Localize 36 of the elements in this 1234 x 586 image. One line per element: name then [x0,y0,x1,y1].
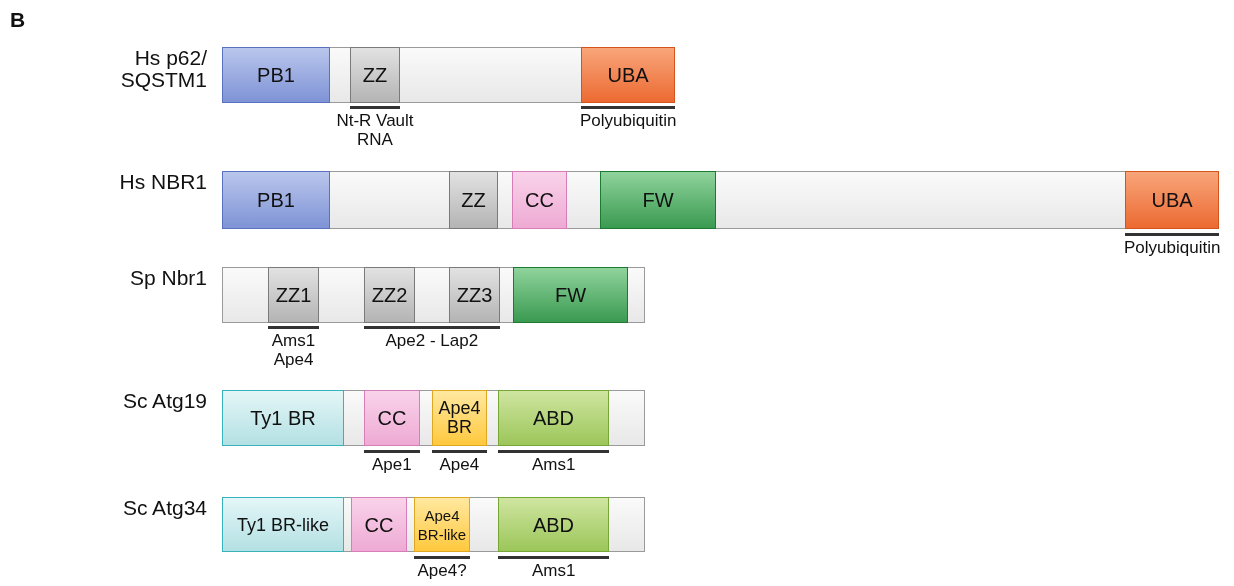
binding-partner-label: Polyubiquitin [580,111,677,130]
binding-partner-label: Ape4 [439,455,480,474]
domain-box: ABD [498,497,609,552]
domain-box: PB1 [222,171,330,229]
protein-name: Hs NBR1 [118,171,207,193]
protein-name: Hs p62/ SQSTM1 [119,47,207,91]
domain-box: CC [512,171,567,229]
domain-box: ZZ2 [364,267,415,323]
domain-box: FW [600,171,716,229]
domain-box: CC [364,390,420,446]
binding-partner-label: Polyubiquitin [1124,238,1221,257]
binding-partner-label: Nt-R Vault RNA [335,111,415,149]
domain-box: UBA [581,47,675,103]
domain-box: ZZ [449,171,498,229]
domain-box: Ty1 BR-like [222,497,344,552]
domain-box: Ape4 BR [432,390,487,446]
domain-box: Ape4 BR-like [414,497,470,552]
binding-partner-label: Ams1 [532,561,576,580]
domain-box: ZZ [350,47,400,103]
domain-box: ZZ3 [449,267,500,323]
binding-partner-label: Ape2 - Lap2 [385,331,479,350]
binding-partner-label: Ams1 Ape4 [270,331,317,369]
protein-name: Sc Atg19 [121,390,207,412]
domain-box: CC [351,497,407,552]
binding-partner-label: Ape1 [372,455,412,474]
domain-box: PB1 [222,47,330,103]
protein-name: Sp Nbr1 [128,267,207,289]
domain-box: ABD [498,390,609,446]
panel-letter: B [10,10,26,29]
protein-name: Sc Atg34 [121,497,207,519]
domain-box: ZZ1 [268,267,319,323]
domain-box: UBA [1125,171,1219,229]
binding-partner-label: Ams1 [532,455,576,474]
binding-partner-label: Ape4? [417,561,467,580]
domain-box: FW [513,267,628,323]
domain-box: Ty1 BR [222,390,344,446]
